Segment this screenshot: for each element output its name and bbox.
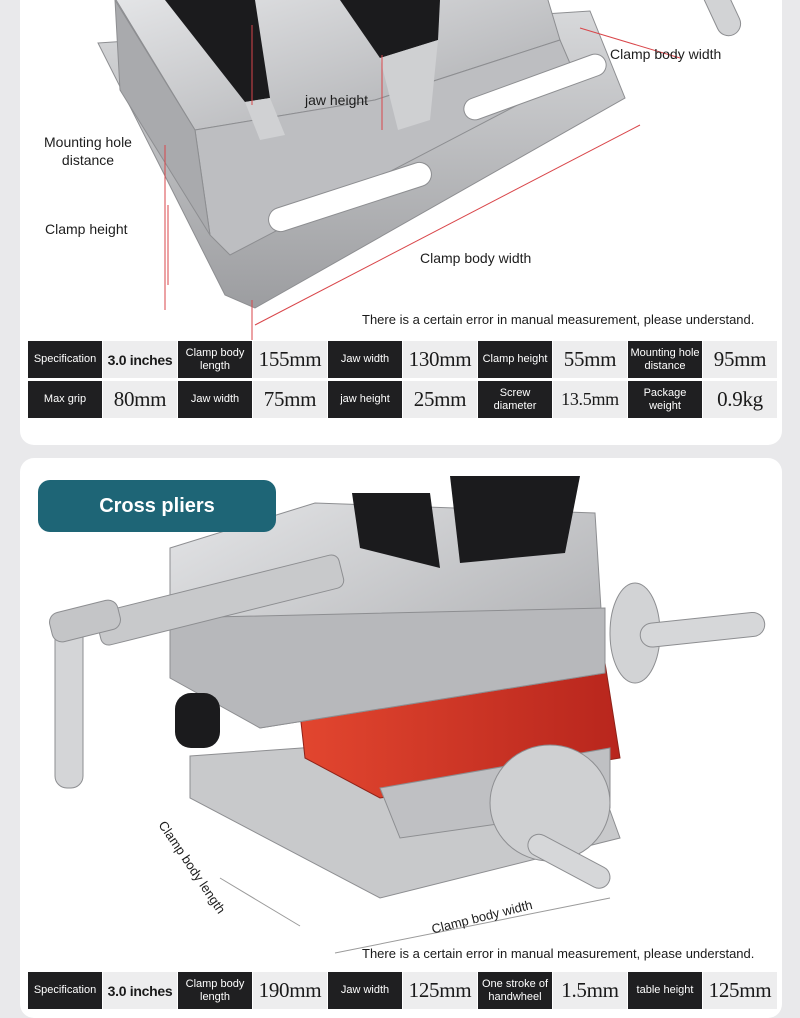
spec-key: Specification xyxy=(28,341,102,378)
spec-table-vise: Specification 3.0 inches Clamp body leng… xyxy=(28,341,777,418)
cross-vise-illustration xyxy=(49,476,766,954)
vise-dimension-illustration xyxy=(97,0,742,340)
mounting-hole-distance-label: Mounting hole distance xyxy=(28,133,148,169)
measurement-error-note: There is a certain error in manual measu… xyxy=(362,312,755,327)
mounting-hole-distance-line2: distance xyxy=(61,152,115,168)
spec-value: 25mm xyxy=(403,381,477,418)
spec-key: Jaw width xyxy=(328,341,402,378)
spec-key: Clamp body length xyxy=(178,972,252,1009)
spec-key: One stroke of handwheel xyxy=(478,972,552,1009)
spec-key: Package weight xyxy=(628,381,702,418)
cross-pliers-title: Cross pliers xyxy=(38,480,276,532)
spec-key: table height xyxy=(628,972,702,1009)
vise-dimension-panel: Clamp body width jaw height Mounting hol… xyxy=(20,0,782,445)
spec-key: Max grip xyxy=(28,381,102,418)
spec-value: 3.0 inches xyxy=(103,341,177,378)
spec-table-cross-vise: Specification 3.0 inches Clamp body leng… xyxy=(28,972,777,1009)
clamp-height-label: Clamp height xyxy=(45,221,128,237)
spec-value: 13.5mm xyxy=(553,381,627,418)
spec-key: Clamp height xyxy=(478,341,552,378)
spec-value: 80mm xyxy=(103,381,177,418)
spec-key: Jaw width xyxy=(178,381,252,418)
spec-value: 155mm xyxy=(253,341,327,378)
spec-value: 3.0 inches xyxy=(103,972,177,1009)
spec-value: 125mm xyxy=(703,972,777,1009)
spec-key: Specification xyxy=(28,972,102,1009)
spec-value: 190mm xyxy=(253,972,327,1009)
spec-value: 75mm xyxy=(253,381,327,418)
spec-value: 55mm xyxy=(553,341,627,378)
spec-key: Screw diameter xyxy=(478,381,552,418)
mounting-hole-distance-line1: Mounting hole xyxy=(44,134,132,150)
cross-pliers-panel: Cross pliers Clamp body length Clamp bod… xyxy=(20,458,782,1018)
clamp-body-width-label-top: Clamp body width xyxy=(610,46,722,62)
spec-key: jaw height xyxy=(328,381,402,418)
spec-value: 125mm xyxy=(403,972,477,1009)
spec-value: 130mm xyxy=(403,341,477,378)
clamp-body-width-label-bottom: Clamp body width xyxy=(420,250,532,266)
spec-key: Mounting hole distance xyxy=(628,341,702,378)
spec-value: 0.9kg xyxy=(703,381,777,418)
jaw-height-label: jaw height xyxy=(305,92,369,108)
spec-key: Jaw width xyxy=(328,972,402,1009)
measurement-error-note: There is a certain error in manual measu… xyxy=(362,946,755,961)
spec-key: Clamp body length xyxy=(178,341,252,378)
spec-value: 1.5mm xyxy=(553,972,627,1009)
spec-value: 95mm xyxy=(703,341,777,378)
